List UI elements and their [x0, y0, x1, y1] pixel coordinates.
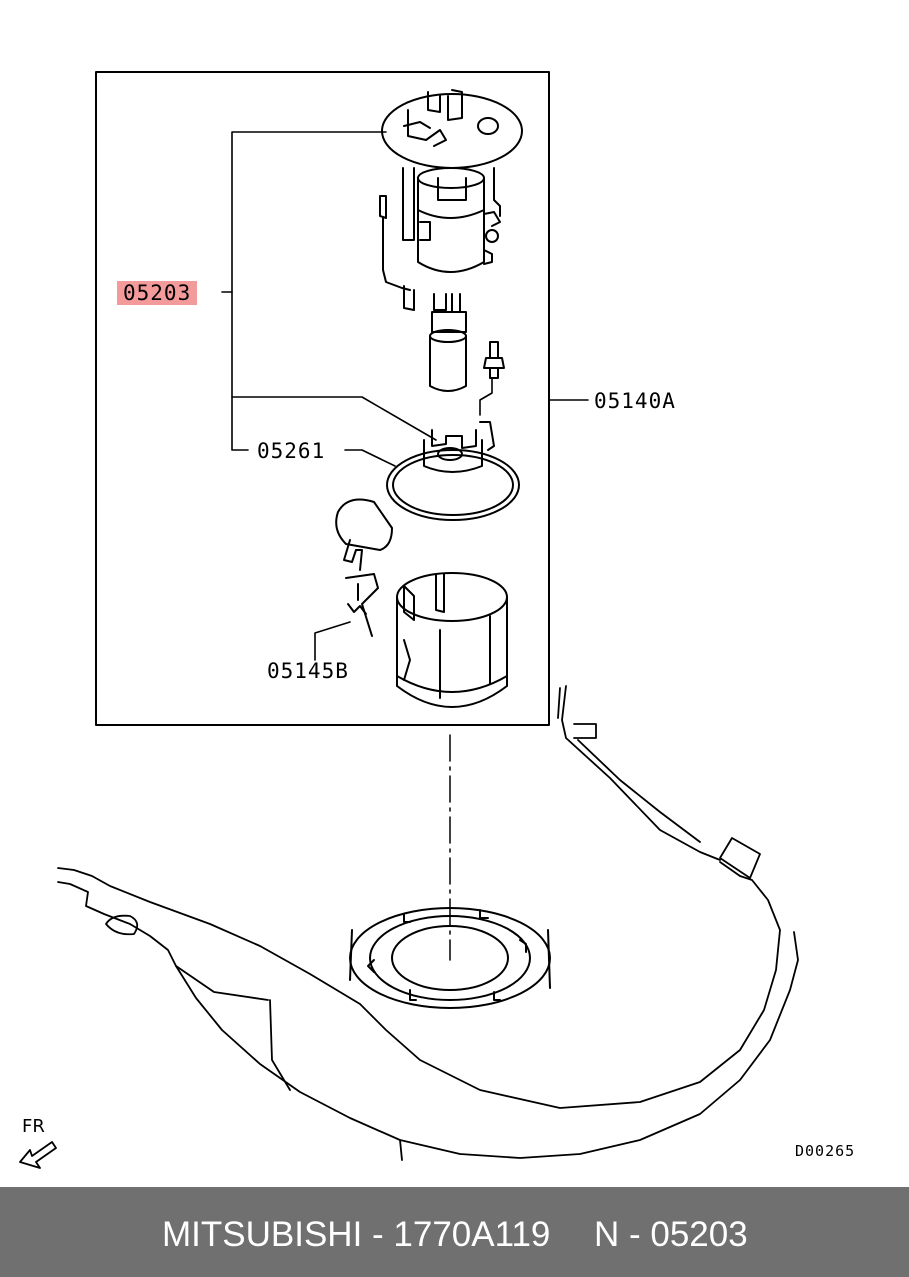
callout-05203: 05203	[117, 281, 198, 305]
direction-marker-label: FR	[22, 1116, 45, 1137]
callout-05261: 05261	[257, 439, 326, 463]
fuel-tank	[57, 685, 799, 1161]
callout-05145B: 05145B	[267, 659, 349, 683]
tank-opening	[349, 907, 551, 1009]
wire-harness	[379, 195, 415, 311]
front-direction-arrow	[19, 1141, 57, 1169]
leader-lines	[221, 131, 589, 661]
reservoir-cup	[396, 572, 508, 708]
footer-bar: MITSUBISHI - 1770A119 N - 05203	[0, 1187, 909, 1277]
fuel-pump-diagram	[19, 71, 799, 1169]
callout-05140A: 05140A	[594, 389, 676, 413]
callout-highlight: 05203	[117, 281, 198, 305]
drawing-code: D00265	[795, 1142, 856, 1160]
top-flange	[381, 89, 523, 169]
footer-reference: N - 05203	[594, 1215, 748, 1254]
sender-float	[335, 498, 393, 637]
footer-part-title: MITSUBISHI - 1770A119	[162, 1215, 551, 1254]
inset-frame	[95, 71, 550, 726]
filter-holder	[386, 421, 520, 521]
fuel-pump-motor	[429, 293, 467, 392]
pump-body	[402, 167, 501, 273]
pressure-regulator	[483, 341, 505, 379]
